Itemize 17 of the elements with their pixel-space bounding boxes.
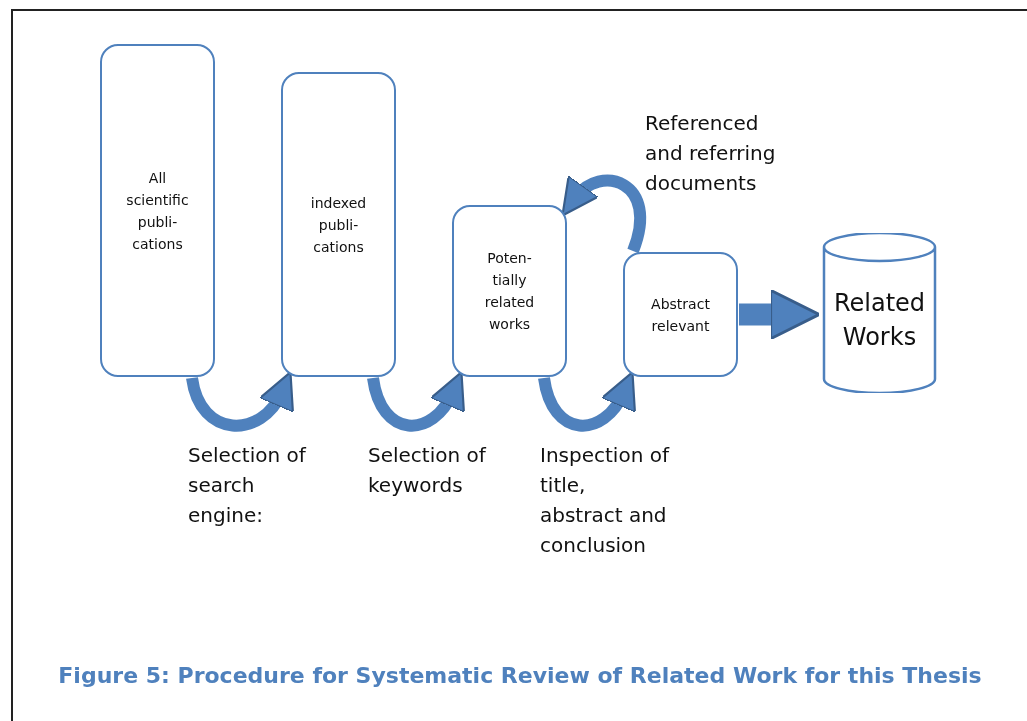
process-box (623, 252, 738, 377)
node-text: Poten- tially related works (483, 249, 536, 334)
database-cylinder (822, 233, 937, 393)
process-box (281, 72, 396, 377)
figure-caption: Figure 5: Procedure for Systematic Review of Related Work for this Thesis (57, 662, 983, 690)
node-text: Abstract relevant (650, 294, 711, 336)
process-box (100, 44, 215, 377)
edge-label: Selection of keywords (368, 442, 488, 499)
node-text: Related Works (832, 288, 927, 353)
process-box (452, 205, 567, 377)
edge-label: Selection of search engine: (188, 442, 308, 529)
node-text: All scientific publi- cations (125, 168, 190, 254)
edge-label: Referenced and referring documents (645, 110, 777, 197)
curved-arrow (559, 174, 647, 253)
curved-arrow (739, 288, 821, 341)
node-text: indexed publi- cations (309, 193, 368, 257)
edge-label: Inspection of title, abstract and conclusion (540, 442, 670, 559)
